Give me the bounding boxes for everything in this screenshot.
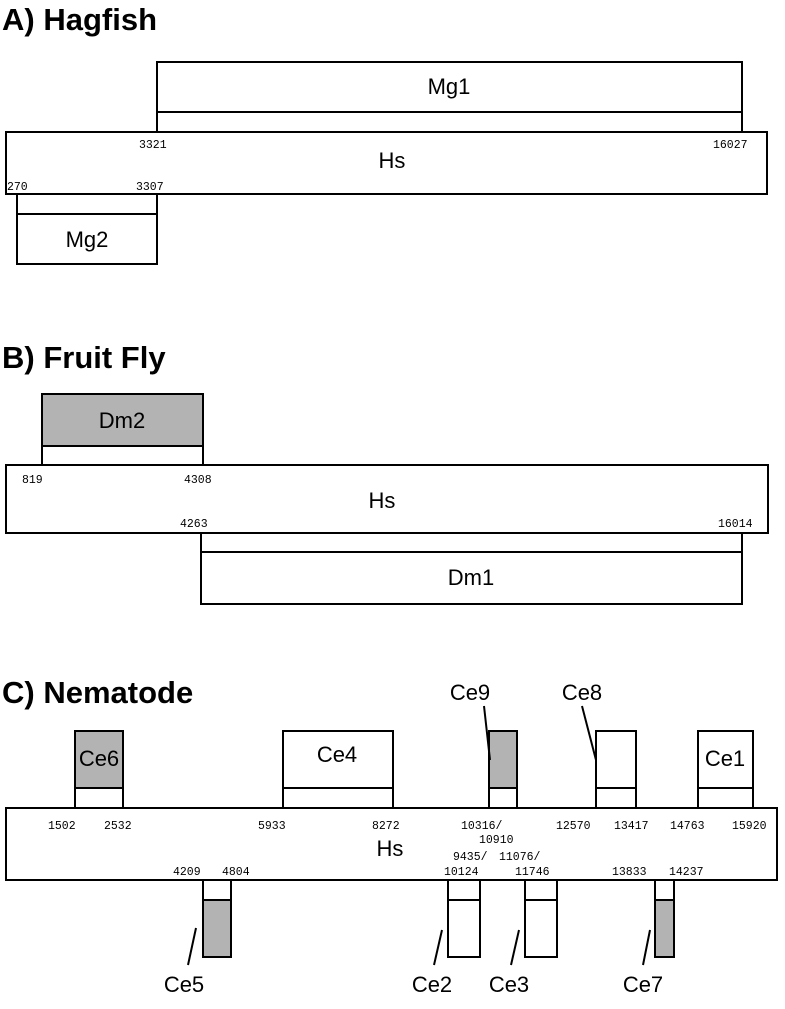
hs-bar-hagfish	[5, 131, 768, 195]
coord-13417: 13417	[614, 820, 649, 833]
ce8-stem	[595, 787, 637, 809]
dm1-box	[200, 551, 743, 605]
ce8-pointer	[581, 705, 597, 761]
coord-14237: 14237	[669, 866, 704, 879]
coord-16027: 16027	[713, 139, 748, 152]
coord-10910: 10910	[479, 834, 514, 847]
ce1-stem	[697, 787, 754, 809]
ce7-label: Ce7	[623, 972, 663, 997]
coord-10124: 10124	[444, 866, 479, 879]
coord-11076: 11076/	[499, 851, 541, 864]
panel-nematode: C) Nematode Ce6 Ce4 Ce9 Ce8	[2, 675, 778, 997]
ce2-stem	[447, 879, 481, 901]
coord-10316: 10316/	[461, 820, 503, 833]
ce9-stem	[488, 787, 518, 809]
coord-5933: 5933	[258, 820, 286, 833]
mg2-stem	[16, 193, 158, 215]
coord-3307: 3307	[136, 181, 164, 194]
panel-hagfish: A) Hagfish Mg1 Hs 3321 16027 270 3307 Mg…	[2, 2, 768, 265]
mg2-segment: Mg2	[16, 193, 158, 265]
coord-13833: 13833	[612, 866, 647, 879]
ce7-pointer	[642, 929, 651, 966]
ce3-box	[524, 899, 558, 958]
panel-title-nematode: C) Nematode	[2, 675, 193, 710]
dm2-segment: Dm2	[41, 393, 204, 466]
ce2-label: Ce2	[412, 972, 452, 997]
ce5-pointer	[187, 927, 197, 966]
ce5-label: Ce5	[164, 972, 204, 997]
coord-1502: 1502	[48, 820, 76, 833]
ce9-segment: Ce9	[450, 680, 518, 809]
ce5-box	[202, 899, 232, 958]
hs-label-hagfish: Hs	[379, 148, 406, 173]
mg2-label: Mg2	[66, 227, 109, 252]
ce6-box	[74, 730, 124, 789]
mg2-box	[16, 213, 158, 265]
ce4-segment: Ce4	[282, 730, 394, 809]
ce1-box	[697, 730, 754, 789]
coord-4209: 4209	[173, 866, 201, 879]
ce8-box	[595, 730, 637, 789]
ce8-label: Ce8	[562, 680, 602, 705]
ce3-stem	[524, 879, 558, 901]
coord-819: 819	[22, 474, 43, 487]
ce7-segment: Ce7	[623, 879, 675, 997]
coord-15920: 15920	[732, 820, 767, 833]
mg1-box	[156, 61, 743, 113]
ce7-stem	[654, 879, 675, 901]
mg1-label: Mg1	[428, 74, 471, 99]
mg1-segment: Mg1	[156, 61, 743, 133]
ce3-label: Ce3	[489, 972, 529, 997]
ce2-segment: Ce2	[412, 879, 481, 997]
panel-title-hagfish: A) Hagfish	[2, 2, 157, 37]
ce4-stem	[282, 787, 394, 809]
ce1-label: Ce1	[705, 746, 745, 771]
dm2-stem	[41, 445, 204, 466]
coord-11746: 11746	[515, 866, 550, 879]
coord-14763: 14763	[670, 820, 705, 833]
dm2-box	[41, 393, 204, 447]
hs-label-nematode: Hs	[377, 836, 404, 861]
ce4-label: Ce4	[317, 742, 357, 767]
coord-16014: 16014	[718, 518, 753, 531]
ce6-label: Ce6	[79, 746, 119, 771]
coord-4804: 4804	[222, 866, 250, 879]
coord-3321: 3321	[139, 139, 167, 152]
dm2-label: Dm2	[99, 408, 145, 433]
ce8-segment: Ce8	[562, 680, 637, 809]
coord-4263: 4263	[180, 518, 208, 531]
panel-title-fruit-fly: B) Fruit Fly	[2, 340, 166, 375]
ce9-pointer	[483, 705, 491, 761]
ce2-pointer	[433, 929, 443, 966]
ce2-box	[447, 899, 481, 958]
ce6-stem	[74, 787, 124, 809]
coord-9435: 9435/	[453, 851, 488, 864]
hs-label-fruit-fly: Hs	[369, 488, 396, 513]
ce1-segment: Ce1	[697, 730, 754, 809]
ce5-segment: Ce5	[164, 879, 232, 997]
ce7-box	[654, 899, 675, 958]
panel-fruit-fly: B) Fruit Fly Dm2 Hs 819 4308 4263 16014 …	[2, 340, 769, 605]
dm1-stem	[200, 532, 743, 553]
mg1-stem	[156, 111, 743, 133]
ce6-segment: Ce6	[74, 730, 124, 809]
coord-4308: 4308	[184, 474, 212, 487]
coord-270: 270	[7, 181, 28, 194]
dm1-segment: Dm1	[200, 532, 743, 605]
ce5-stem	[202, 879, 232, 901]
dm1-label: Dm1	[448, 565, 494, 590]
ce3-segment: Ce3	[489, 879, 558, 997]
ce9-box	[488, 730, 518, 789]
coord-2532: 2532	[104, 820, 132, 833]
hs-bar-nematode	[5, 807, 778, 881]
coord-12570: 12570	[556, 820, 591, 833]
ce4-box	[282, 730, 394, 789]
ce9-label: Ce9	[450, 680, 490, 705]
coord-8272: 8272	[372, 820, 400, 833]
ce3-pointer	[510, 929, 520, 966]
